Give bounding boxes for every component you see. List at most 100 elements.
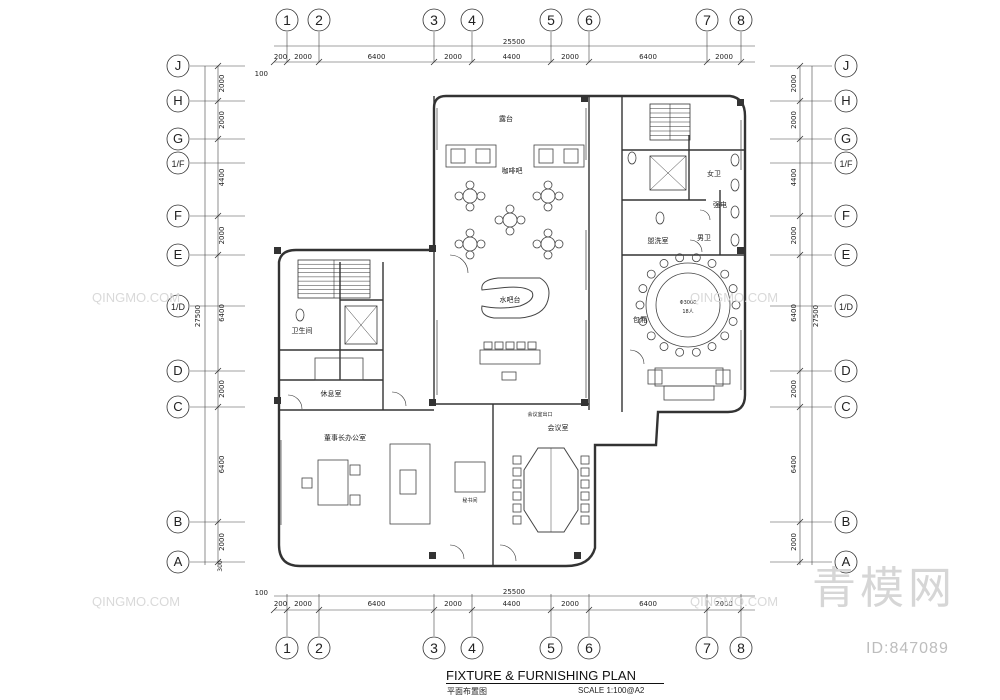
dim-text: 6400 — [368, 600, 386, 608]
dim-text: 2000 — [790, 380, 798, 398]
axis-bubble — [460, 636, 484, 660]
dim-tick — [547, 606, 555, 614]
dim-tick — [585, 606, 593, 614]
dim-tick — [283, 58, 291, 66]
cushion — [563, 148, 579, 164]
axis-label: 6 — [585, 640, 593, 656]
dim-text: 2000 — [561, 600, 579, 608]
axis-bubble — [166, 151, 190, 175]
chair — [638, 284, 648, 293]
axis-label: B — [842, 514, 851, 529]
axis-label: E — [842, 247, 851, 262]
chair — [543, 228, 553, 238]
room-labels: 露台咖啡吧水吧台女卫男卫强电盥洗室包厢Φ300018人卫生间休息室董事长办公室会… — [292, 114, 728, 504]
outer-wall — [277, 94, 747, 568]
dim-text: 2000 — [790, 533, 798, 551]
dim-tick — [796, 212, 804, 220]
chair — [646, 269, 656, 279]
coffee-table — [462, 236, 478, 252]
axis-bubble — [834, 89, 858, 113]
chair — [554, 191, 564, 201]
chair — [543, 250, 553, 260]
dim-tick — [214, 403, 222, 411]
toilet — [730, 205, 740, 219]
axis-label: C — [173, 399, 182, 414]
dim-tick — [214, 367, 222, 375]
dim-tick — [214, 135, 222, 143]
coffee-table — [462, 188, 478, 204]
room-label-meeting: 会议室 — [548, 423, 569, 432]
banquet-table-inner — [655, 272, 721, 338]
structural-column — [574, 552, 581, 559]
chair — [465, 202, 475, 212]
axis-bubble — [166, 359, 190, 383]
dim-text: 2000 — [218, 533, 226, 551]
chair — [516, 215, 526, 225]
toilet — [730, 153, 740, 167]
chair — [543, 180, 553, 190]
chair — [516, 341, 526, 350]
door-swing — [689, 239, 703, 253]
chair — [675, 347, 685, 357]
chair — [707, 259, 717, 268]
axis-bubble — [539, 636, 563, 660]
elevator — [344, 305, 378, 345]
axis-bubble — [539, 8, 563, 32]
dim-tick — [796, 518, 804, 526]
axis-label: A — [842, 554, 851, 569]
dim-text: 6400 — [639, 53, 657, 61]
axis-bubble — [460, 8, 484, 32]
structural-column — [581, 95, 588, 102]
chair — [301, 477, 313, 489]
dim-text: 6400 — [790, 456, 798, 474]
door-swing — [449, 544, 465, 560]
dim-text: 4400 — [218, 169, 226, 187]
door-swing — [629, 349, 645, 365]
dim-tick — [315, 606, 323, 614]
axis-bubble — [166, 294, 190, 318]
axis-bubble — [307, 8, 331, 32]
axis-label: D — [841, 363, 850, 378]
axis-label: 8 — [737, 640, 745, 656]
long-table — [479, 349, 541, 365]
dim-tick — [796, 367, 804, 375]
axis-bubble — [834, 510, 858, 534]
chair — [731, 300, 741, 310]
dim-total: 27500 — [194, 305, 202, 327]
axis-bubble — [834, 151, 858, 175]
chair — [707, 342, 717, 351]
executive-desk — [317, 459, 349, 506]
dim-offset: 100 — [255, 70, 268, 78]
chair — [580, 479, 590, 489]
room-label-wash: 盥洗室 — [648, 236, 669, 245]
room-label-male-wc: 男卫 — [697, 234, 711, 242]
structural-column — [274, 397, 281, 404]
chair — [691, 347, 701, 357]
dim-tick — [737, 58, 745, 66]
dim-tick — [214, 251, 222, 259]
chair — [349, 464, 361, 476]
dim-text: 2000 — [790, 227, 798, 245]
plan-subtitle: 平面布置图 — [447, 687, 487, 696]
axis-bubble — [729, 8, 753, 32]
dim-offset: 100 — [255, 589, 268, 597]
furniture — [295, 144, 741, 533]
room-label-secretary: 秘书间 — [462, 497, 477, 504]
axis-label: 3 — [430, 12, 438, 28]
chair — [532, 191, 542, 201]
room-label-water-bar: 水吧台 — [500, 295, 521, 304]
axis-bubble — [166, 54, 190, 78]
dim-text: 6400 — [790, 304, 798, 322]
dim-text: 4400 — [503, 600, 521, 608]
chair — [638, 317, 648, 326]
axis-label: J — [175, 58, 182, 73]
building-walls — [274, 94, 747, 568]
dim-tick — [796, 251, 804, 259]
chair — [580, 455, 590, 465]
dim-text: 2000 — [218, 227, 226, 245]
chair — [349, 494, 361, 506]
elevator-cross — [344, 305, 378, 345]
dim-tick — [796, 558, 804, 566]
toilet — [730, 178, 740, 192]
axis-label: 4 — [468, 12, 476, 28]
